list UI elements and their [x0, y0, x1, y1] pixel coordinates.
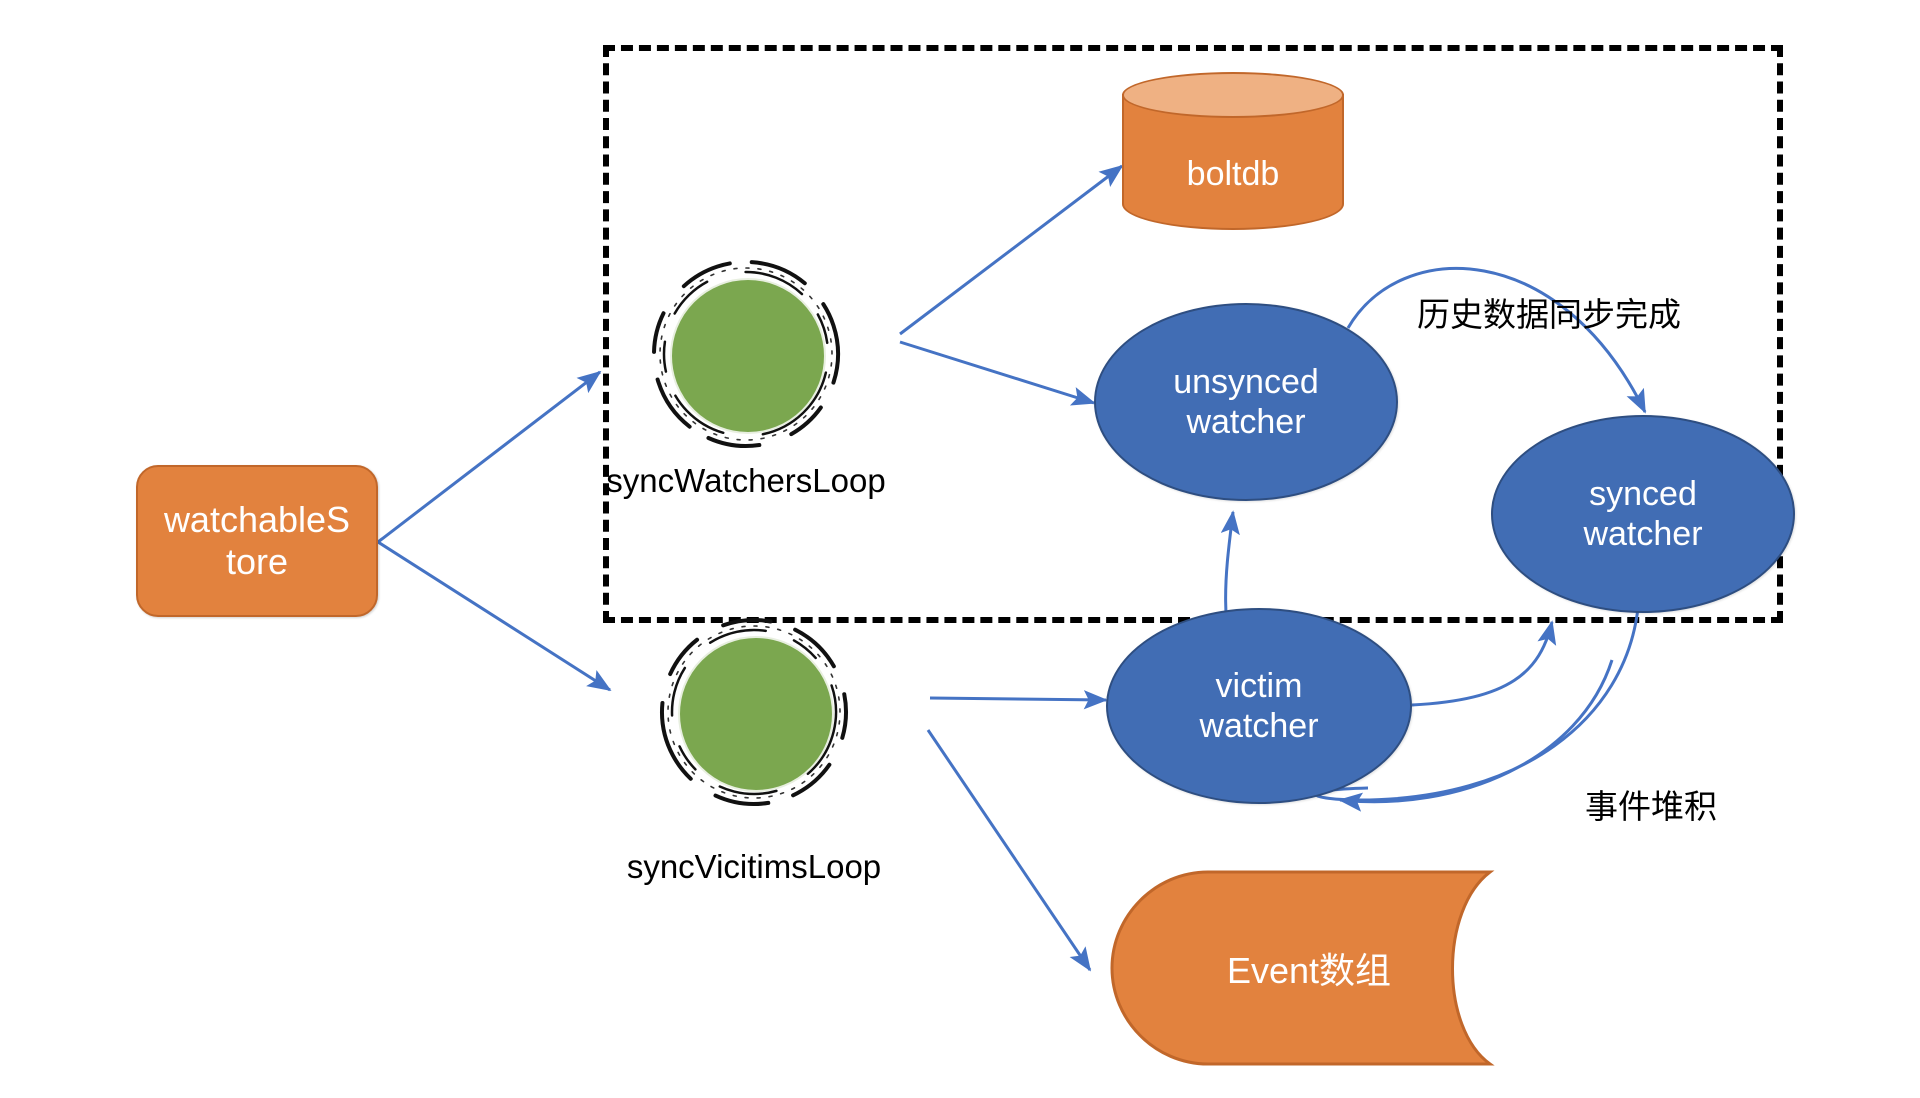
- unsynced-watcher-label-line1: unsynced: [1173, 362, 1319, 401]
- event-array-label: Event数组: [1226, 950, 1392, 991]
- node-synced-watcher[interactable]: synced watcher: [1491, 415, 1795, 613]
- node-sync-victims-loop[interactable]: [650, 608, 858, 816]
- watchable-store-label-line2: tore: [225, 541, 289, 582]
- node-victim-watcher[interactable]: victim watcher: [1106, 608, 1412, 804]
- node-event-array[interactable]: Event数组: [1110, 870, 1578, 1066]
- synced-watcher-label-line1: synced: [1589, 474, 1697, 513]
- unsynced-watcher-label-line2: watcher: [1186, 403, 1306, 441]
- sync-victims-loop-label: syncVicitimsLoop: [626, 848, 882, 885]
- tape-shape: [1110, 870, 1495, 1066]
- watchable-store-label-line1: watchableS: [163, 498, 351, 540]
- synced-watcher-label-line2: watcher: [1583, 515, 1703, 553]
- victim-watcher-label-line1: victim: [1215, 666, 1303, 705]
- boltdb-label: boltdb: [1186, 154, 1280, 193]
- cylinder-top-ellipse: [1122, 72, 1344, 118]
- annotation-event-backlog: 事件堆积: [1585, 788, 1717, 825]
- sketchy-ring-icon: [660, 617, 848, 806]
- edge-store-to-sync-victims-loop: [377, 540, 612, 692]
- node-sync-watchers-loop[interactable]: [642, 250, 850, 458]
- node-unsynced-watcher[interactable]: unsynced watcher: [1094, 303, 1398, 501]
- node-watchable-store[interactable]: watchableS tore: [136, 465, 378, 617]
- node-boltdb-cylinder[interactable]: boltdb: [1122, 72, 1344, 230]
- edge-victim-to-synced-watcher: [1411, 620, 1557, 707]
- sketchy-ring-icon: [652, 260, 840, 448]
- sync-watchers-loop-circle: [670, 278, 826, 434]
- edge-sync-victims-loop-to-victim-watcher: [929, 690, 1108, 710]
- sync-victims-loop-circle: [678, 636, 834, 792]
- annotation-history-sync-done: 历史数据同步完成: [1417, 296, 1681, 333]
- edge-store-to-sync-watchers-loop: [377, 370, 602, 544]
- sync-watchers-loop-label: syncWatchersLoop: [606, 462, 886, 499]
- victim-watcher-label-line2: watcher: [1199, 707, 1319, 745]
